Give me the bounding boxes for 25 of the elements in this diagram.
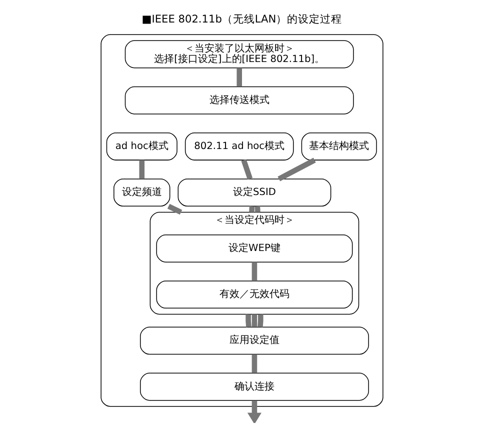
connector [258, 314, 264, 328]
connector [167, 204, 182, 215]
node-box: 应用设定值 [140, 326, 369, 355]
node-box: 有效／无效代码 [156, 280, 353, 309]
node-box: 设定SSID [178, 178, 332, 207]
diagram-title: ■IEEE 802.11b（无线LAN）的设定过程 [142, 14, 342, 26]
node-box: 设定WEP键 [156, 234, 353, 262]
node-box: 基本结构模式 [301, 132, 377, 160]
node-box: ad hoc模式 [106, 132, 178, 160]
node-box: 802.11 ad hoc模式 [184, 132, 294, 160]
connector [252, 262, 258, 281]
connector [252, 314, 258, 327]
connector [236, 68, 242, 87]
node-box: 确认连接 [140, 372, 369, 401]
cluster [100, 34, 384, 407]
connector [241, 159, 253, 180]
connector [254, 206, 260, 212]
connector [252, 354, 258, 373]
connector [139, 160, 145, 179]
arrow [247, 400, 262, 423]
node-box: 选择传送模式 [124, 86, 354, 114]
connector [246, 314, 252, 328]
node-box: ＜当安装了以太网板时＞ 选择[接口设定]上的[IEEE 802.11b]。 [124, 40, 354, 68]
connector [249, 206, 255, 212]
node-box: 设定频道 [114, 178, 170, 207]
